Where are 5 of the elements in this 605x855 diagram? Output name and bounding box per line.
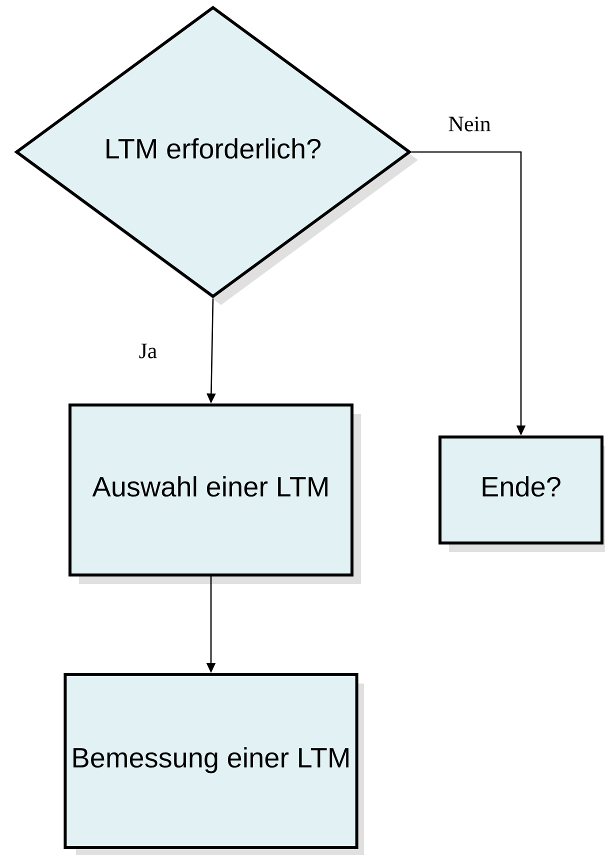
process-box: Ende? <box>438 436 605 552</box>
process-box: Bemessung einer LTM <box>64 673 364 855</box>
process-box: Auswahl einer LTM <box>68 404 361 584</box>
edge-label: Nein <box>446 114 493 134</box>
edge-label: Ja <box>136 342 160 360</box>
